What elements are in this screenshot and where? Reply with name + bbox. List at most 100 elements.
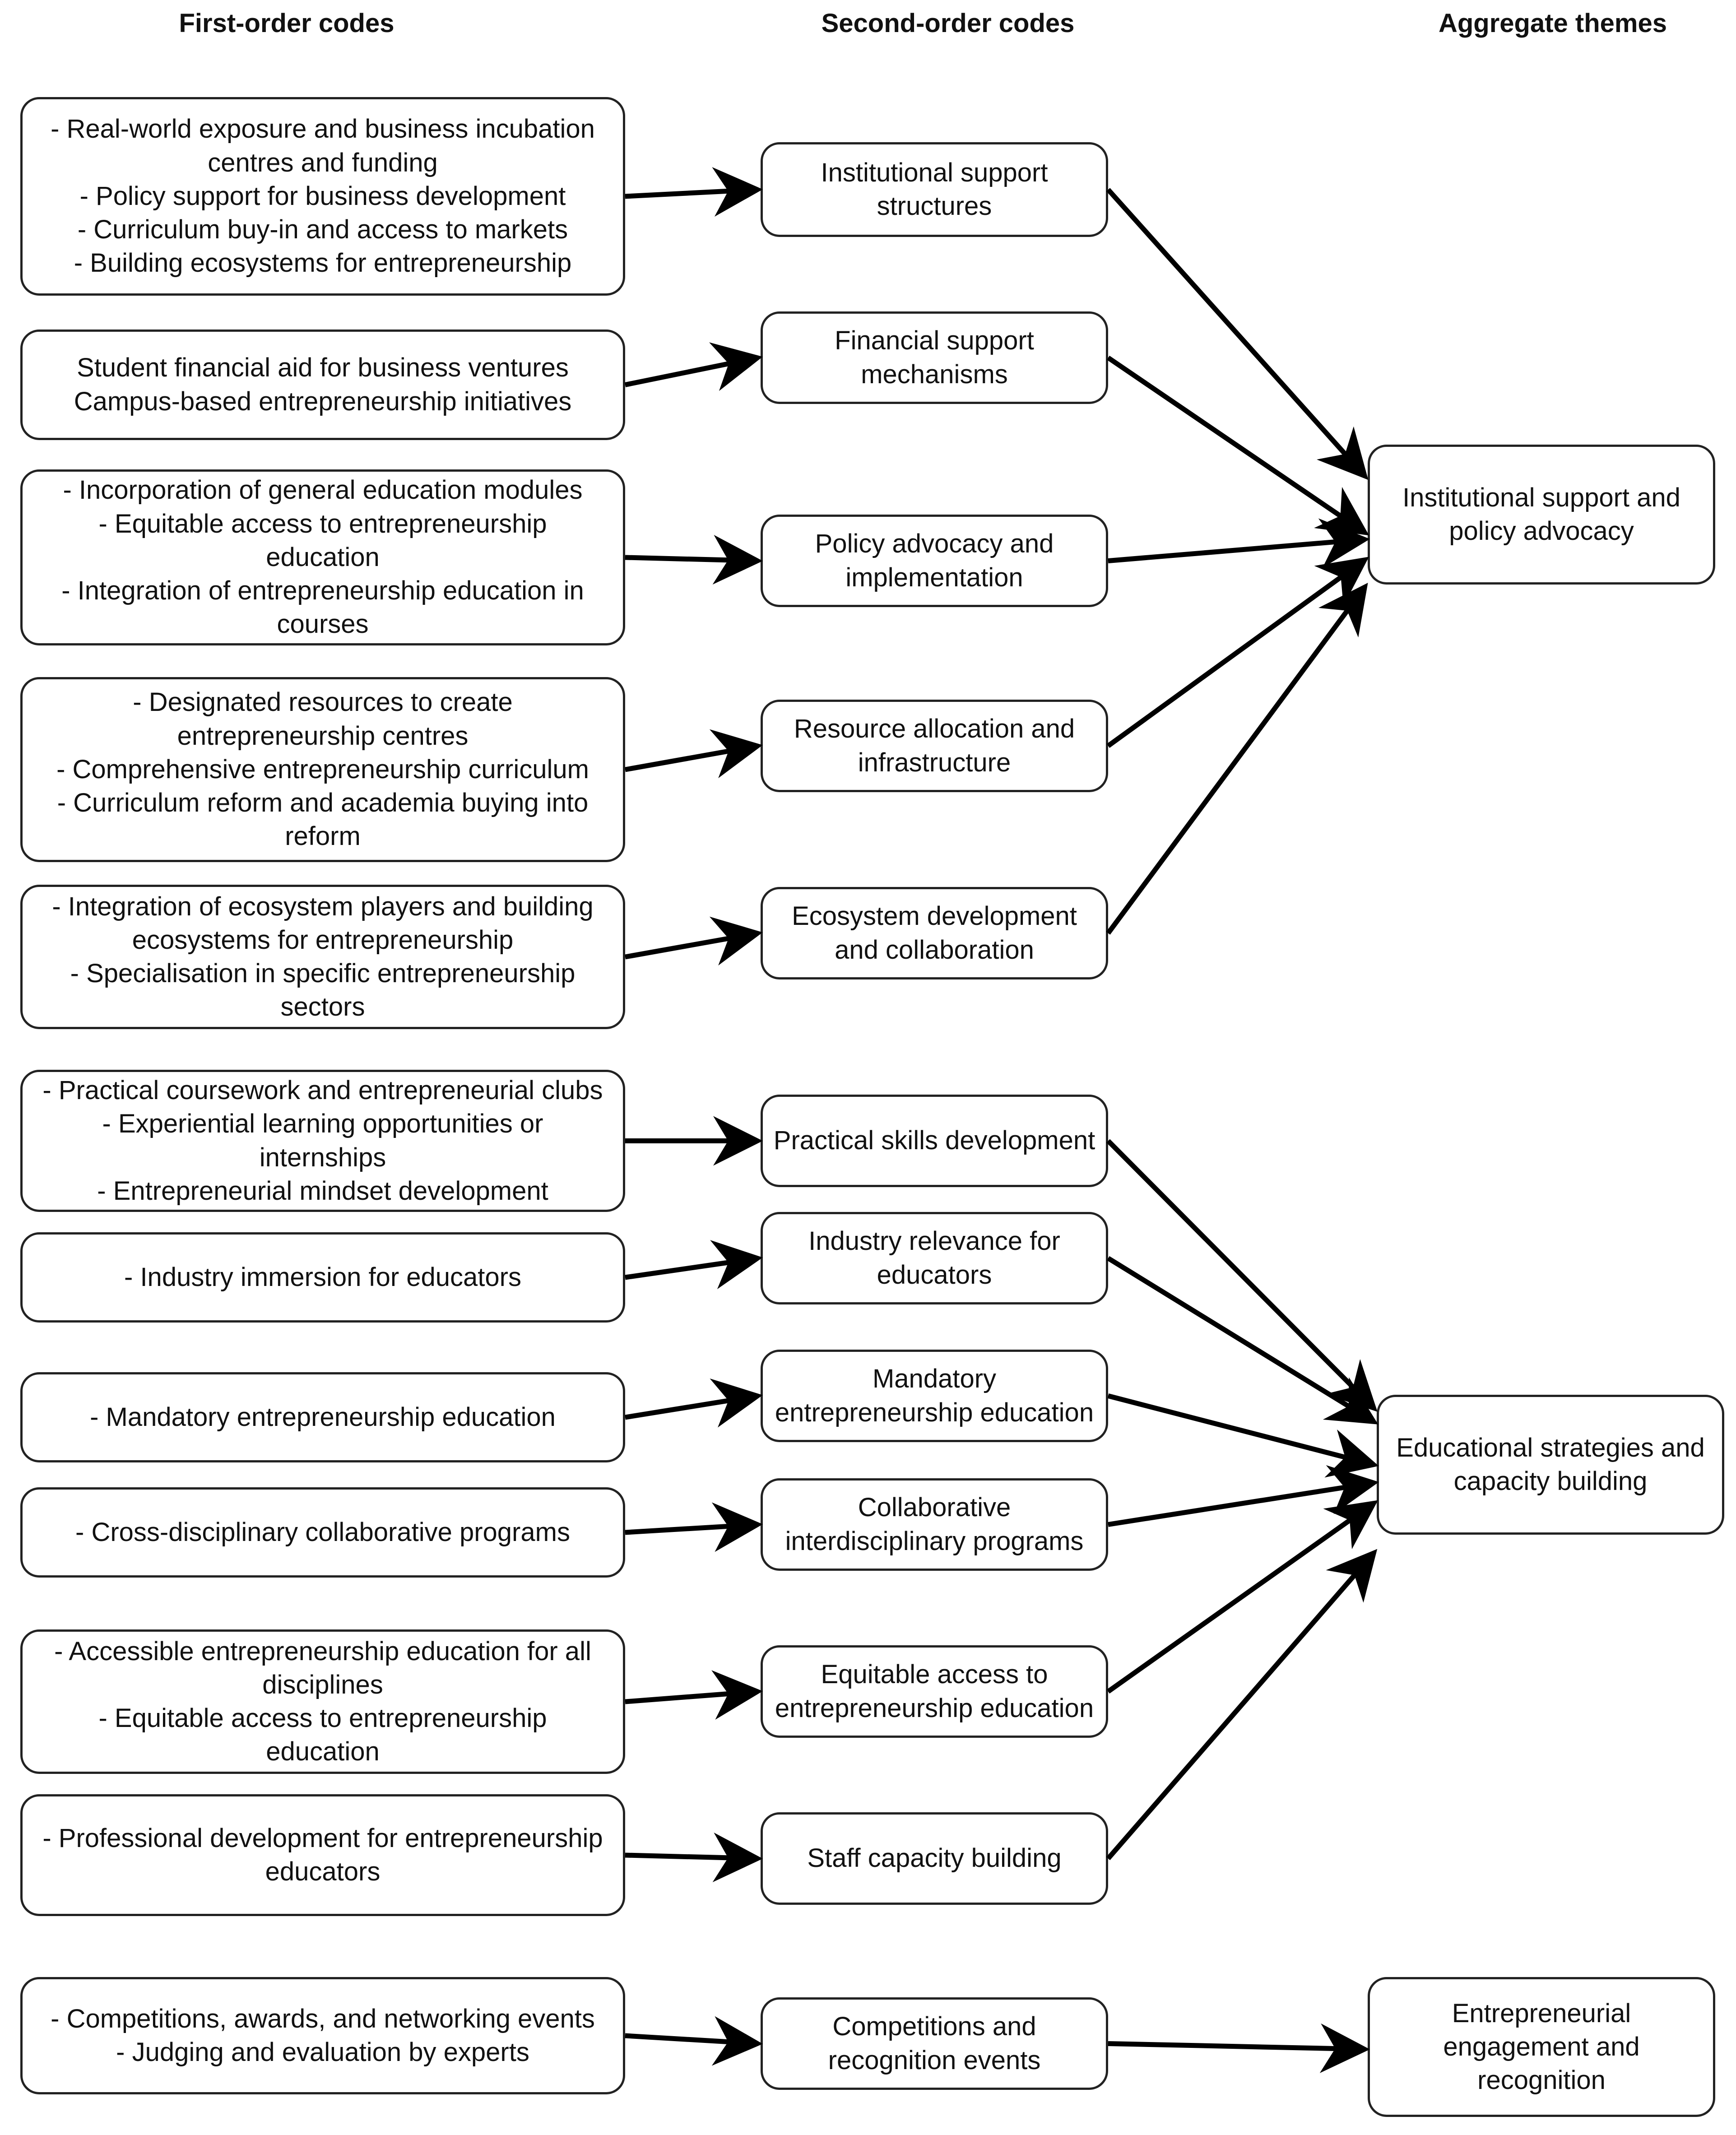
arrow-first-to-second-2 <box>624 342 763 391</box>
first-order-box-10: - Accessible entrepreneurship education … <box>20 1629 625 1774</box>
first-order-box-1-line: - Building ecosystems for entrepreneursh… <box>74 248 572 278</box>
second-order-box-9-line: interdisciplinary programs <box>785 1526 1084 1556</box>
first-order-box-6-line: internships <box>259 1142 386 1172</box>
second-order-box-5-line: Ecosystem development <box>792 901 1077 931</box>
first-order-box-9-line: - Cross-disciplinary collaborative progr… <box>75 1517 570 1547</box>
arrow-first-to-second-8 <box>625 1378 763 1428</box>
arrow-second-to-aggregate-7 <box>1107 1256 1379 1425</box>
header-aggregate: Aggregate themes <box>1438 9 1667 38</box>
first-order-box-11-line: educators <box>265 1857 381 1886</box>
arrow-first-to-second-4 <box>625 729 763 779</box>
first-order-box-1-line: - Policy support for business developmen… <box>79 181 566 211</box>
first-order-box-9: - Cross-disciplinary collaborative progr… <box>20 1487 625 1578</box>
second-order-box-1-line: structures <box>877 191 992 221</box>
second-order-box-8-line: entrepreneurship education <box>775 1397 1094 1427</box>
second-order-box-9-line: Collaborative <box>858 1493 1011 1522</box>
second-order-box-1: Institutional support structures <box>761 142 1108 237</box>
first-order-box-3-line: - Incorporation of general education mod… <box>63 475 583 505</box>
arrow-second-to-aggregate-11 <box>1106 1549 1378 1861</box>
first-order-box-1: - Real-world exposure and business incub… <box>20 97 625 296</box>
first-order-box-11: - Professional development for entrepren… <box>20 1794 625 1916</box>
arrow-second-to-aggregate-10 <box>1106 1500 1378 1694</box>
first-order-box-4-line: - Comprehensive entrepreneurship curricu… <box>56 754 589 784</box>
first-order-box-2-line: Campus-based entrepreneurship initiative… <box>74 386 572 416</box>
first-order-box-5-line: sectors <box>280 992 365 1022</box>
second-order-box-7-line: Industry relevance for <box>808 1226 1060 1256</box>
first-order-box-1-line: - Curriculum buy-in and access to market… <box>77 215 568 245</box>
aggregate-box-2-line: capacity building <box>1453 1467 1648 1496</box>
first-order-box-1-line: - Real-world exposure and business incub… <box>51 114 595 144</box>
second-order-box-6: Practical skills development <box>761 1095 1108 1187</box>
first-order-box-10-line: - Accessible entrepreneurship education … <box>54 1636 591 1666</box>
second-order-box-7: Industry relevance for educators <box>761 1212 1108 1304</box>
first-order-box-3-line: education <box>266 542 380 572</box>
first-order-box-3-line: courses <box>277 609 369 639</box>
arrow-second-to-aggregate-12 <box>1108 2023 1370 2073</box>
aggregate-box-1: Institutional support and policy advocacy <box>1368 445 1715 585</box>
first-order-box-5-line: ecosystems for entrepreneurship <box>132 925 514 955</box>
aggregate-box-3-line: Entrepreneurial <box>1452 1998 1631 2028</box>
first-order-box-4-line: - Curriculum reform and academia buying … <box>57 788 589 818</box>
first-order-box-10-line: disciplines <box>262 1670 383 1699</box>
first-order-box-4-line: entrepreneurship centres <box>177 721 469 751</box>
arrow-second-to-aggregate-9 <box>1108 1465 1379 1527</box>
arrow-first-to-second-10 <box>625 1670 763 1720</box>
first-order-box-2-line: Student financial aid for business ventu… <box>77 353 569 383</box>
second-order-box-9: Collaborative interdisciplinary programs <box>761 1478 1108 1571</box>
aggregate-box-3: Entrepreneurial engagement and recognition <box>1368 1977 1715 2117</box>
second-order-box-11-line: Staff capacity building <box>807 1843 1062 1873</box>
second-order-box-1-line: Institutional support <box>821 158 1048 187</box>
second-order-box-10-line: Equitable access to <box>821 1660 1048 1689</box>
first-order-box-4-line: - Designated resources to create <box>133 687 513 717</box>
first-order-box-4-line: reform <box>285 822 361 851</box>
second-order-box-12-line: recognition events <box>828 2045 1041 2075</box>
first-order-box-3: - Incorporation of general education mod… <box>20 469 625 645</box>
arrow-first-to-second-11 <box>625 1832 763 1882</box>
second-order-box-10-line: entrepreneurship education <box>775 1693 1094 1723</box>
first-order-box-6-line: - Practical coursework and entrepreneuri… <box>42 1076 603 1105</box>
first-order-box-3-line: - Integration of entrepreneurship educat… <box>61 576 584 606</box>
arrow-second-to-aggregate-4 <box>1106 557 1369 748</box>
second-order-box-5: Ecosystem development and collaboration <box>761 887 1108 979</box>
arrow-second-to-aggregate-6 <box>1106 1139 1378 1412</box>
arrow-first-to-second-3 <box>625 534 763 585</box>
first-order-box-6: - Practical coursework and entrepreneuri… <box>20 1070 625 1212</box>
aggregate-box-3-line: engagement and <box>1443 2032 1640 2061</box>
first-order-box-3-line: - Equitable access to entrepreneurship <box>98 509 547 538</box>
first-order-box-1-line: centres and funding <box>208 148 438 177</box>
arrow-second-to-aggregate-8 <box>1107 1393 1379 1478</box>
second-order-box-8-line: Mandatory <box>872 1364 997 1394</box>
arrow-second-to-aggregate-2 <box>1106 355 1369 536</box>
header-first-order: First-order codes <box>179 9 395 38</box>
arrow-second-to-aggregate-5 <box>1106 583 1368 935</box>
first-order-box-10-line: - Equitable access to entrepreneurship <box>98 1703 547 1733</box>
second-order-box-6-line: Practical skills development <box>773 1126 1095 1156</box>
first-order-box-4: - Designated resources to create entrepre… <box>20 677 625 862</box>
second-order-box-2-line: mechanisms <box>861 359 1008 389</box>
first-order-box-12: - Competitions, awards, and networking e… <box>20 1977 625 2094</box>
aggregate-box-1-line: Institutional support and <box>1402 483 1680 512</box>
arrow-second-to-aggregate-1 <box>1106 188 1369 480</box>
aggregate-box-1-line: policy advocacy <box>1449 516 1634 546</box>
first-order-box-6-line: - Experiential learning opportunities or <box>102 1109 543 1139</box>
arrow-first-to-second-1 <box>625 167 763 217</box>
first-order-box-12-line: - Competitions, awards, and networking e… <box>51 2004 595 2033</box>
second-order-box-3-line: implementation <box>845 562 1023 592</box>
aggregate-box-3-line: recognition <box>1477 2065 1606 2095</box>
first-order-box-7: - Industry immersion for educators <box>20 1232 625 1323</box>
second-order-box-5-line: and collaboration <box>835 935 1034 965</box>
second-order-box-2-line: Financial support <box>835 326 1034 356</box>
second-order-box-10: Equitable access to entrepreneurship educ… <box>761 1645 1108 1738</box>
first-order-box-5-line: - Specialisation in specific entrepreneu… <box>70 959 576 988</box>
first-order-box-8-line: - Mandatory entrepreneurship education <box>90 1402 556 1432</box>
second-order-box-7-line: educators <box>877 1260 992 1290</box>
first-order-box-5: - Integration of ecosystem players and b… <box>20 885 625 1029</box>
second-order-box-4-line: Resource allocation and <box>794 714 1075 744</box>
second-order-box-4-line: infrastructure <box>858 747 1011 777</box>
arrow-first-to-second-9 <box>625 1502 763 1552</box>
first-order-box-2: Student financial aid for business ventu… <box>20 330 625 440</box>
